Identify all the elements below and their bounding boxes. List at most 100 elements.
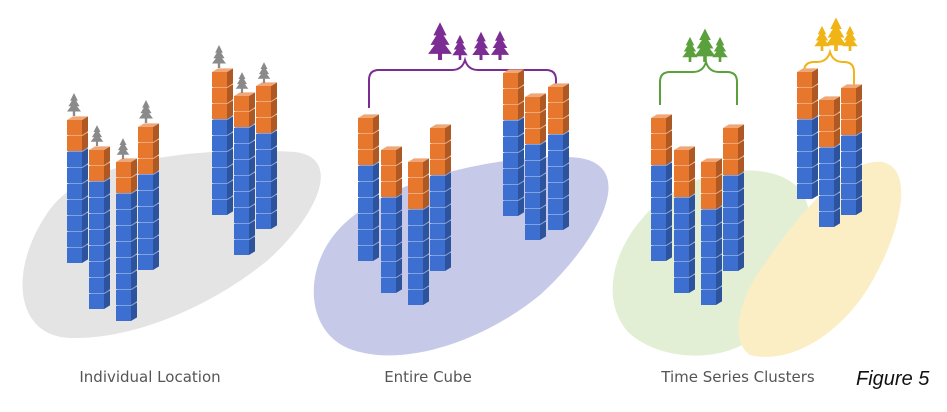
blue-cube	[67, 180, 88, 199]
blue-cube	[525, 221, 546, 240]
blue-cube	[548, 147, 569, 166]
orange-cube	[116, 158, 137, 177]
blue-cube	[525, 157, 546, 176]
blue-cube	[234, 156, 255, 175]
tree-icon	[67, 93, 81, 116]
orange-cube	[723, 140, 744, 159]
blue-cube	[212, 164, 233, 183]
orange-cube	[797, 84, 818, 103]
blue-cube	[841, 196, 862, 215]
blue-cube	[381, 242, 402, 261]
blue-cube	[89, 242, 110, 261]
blue-cube	[116, 286, 137, 305]
orange-cube	[67, 132, 88, 151]
orange-cube	[212, 100, 233, 119]
blue-cube	[503, 117, 524, 136]
cube-stack	[651, 114, 672, 261]
bracket-cluster-green	[659, 58, 738, 105]
blue-cube	[89, 226, 110, 245]
orange-cube	[841, 116, 862, 135]
cube-stack	[503, 69, 524, 216]
orange-cube	[138, 139, 159, 158]
blue-cube	[651, 178, 672, 197]
blue-cube	[548, 195, 569, 214]
cube-stack	[212, 68, 233, 215]
blue-cube	[234, 204, 255, 223]
blue-cube	[651, 162, 672, 181]
orange-cube	[723, 156, 744, 175]
orange-cube	[408, 158, 429, 177]
blue-cube	[525, 141, 546, 160]
blue-cube	[116, 302, 137, 321]
blue-cube	[674, 194, 695, 213]
orange-cube	[89, 162, 110, 181]
orange-cube	[548, 115, 569, 134]
blue-cube	[212, 116, 233, 135]
blue-cube	[408, 270, 429, 289]
caption-time-series-clusters: Time Series Clusters	[661, 368, 815, 386]
blue-cube	[674, 226, 695, 245]
cube-stack	[841, 84, 862, 215]
cube-stack	[256, 82, 277, 229]
orange-cube	[525, 125, 546, 144]
blue-cube	[234, 124, 255, 143]
orange-cube	[819, 128, 840, 147]
orange-cube	[651, 146, 672, 165]
cube-stack	[430, 124, 451, 271]
blue-cube	[701, 222, 722, 241]
orange-cube	[723, 124, 744, 143]
blue-cube	[358, 178, 379, 197]
blue-cube	[256, 130, 277, 149]
orange-cube	[701, 158, 722, 177]
cube-stack	[548, 83, 569, 230]
blue-cube	[503, 133, 524, 152]
blue-cube	[408, 238, 429, 257]
orange-cube	[797, 100, 818, 119]
cube-stack	[116, 158, 137, 321]
blue-cube	[116, 270, 137, 289]
orange-cube	[651, 114, 672, 133]
blue-cube	[674, 242, 695, 261]
blue-cube	[67, 196, 88, 215]
blue-cube	[797, 132, 818, 151]
blue-cube	[701, 254, 722, 273]
cube-stack	[797, 68, 818, 199]
blue-cube	[701, 270, 722, 289]
blue-cube	[797, 180, 818, 199]
blue-cube	[674, 274, 695, 293]
blue-cube	[234, 188, 255, 207]
blue-cube	[841, 180, 862, 199]
cube-stack	[358, 114, 379, 261]
blue-cube	[381, 274, 402, 293]
blue-cube	[819, 208, 840, 227]
blue-cube	[138, 171, 159, 190]
orange-cube	[841, 100, 862, 119]
blue-cube	[234, 140, 255, 159]
orange-cube	[674, 146, 695, 165]
orange-cube	[256, 82, 277, 101]
blue-cube	[138, 187, 159, 206]
orange-cube	[548, 83, 569, 102]
orange-cube	[256, 114, 277, 133]
blue-cube	[525, 189, 546, 208]
tree-icon	[212, 45, 226, 68]
orange-cube	[701, 174, 722, 193]
orange-cube	[138, 123, 159, 142]
blue-cube	[116, 254, 137, 273]
blue-cube	[525, 173, 546, 192]
blue-cube	[116, 222, 137, 241]
orange-cube	[819, 112, 840, 131]
blue-cube	[67, 244, 88, 263]
blue-cube	[234, 220, 255, 239]
blue-cube	[841, 132, 862, 151]
blue-cube	[381, 258, 402, 277]
orange-cube	[234, 108, 255, 127]
blue-cube	[212, 132, 233, 151]
cube-stack	[674, 146, 695, 293]
blue-cube	[212, 196, 233, 215]
blue-cube	[358, 210, 379, 229]
orange-cube	[234, 92, 255, 111]
cube-stack	[138, 123, 159, 270]
cube-stack	[819, 96, 840, 227]
cube-stack	[408, 158, 429, 305]
